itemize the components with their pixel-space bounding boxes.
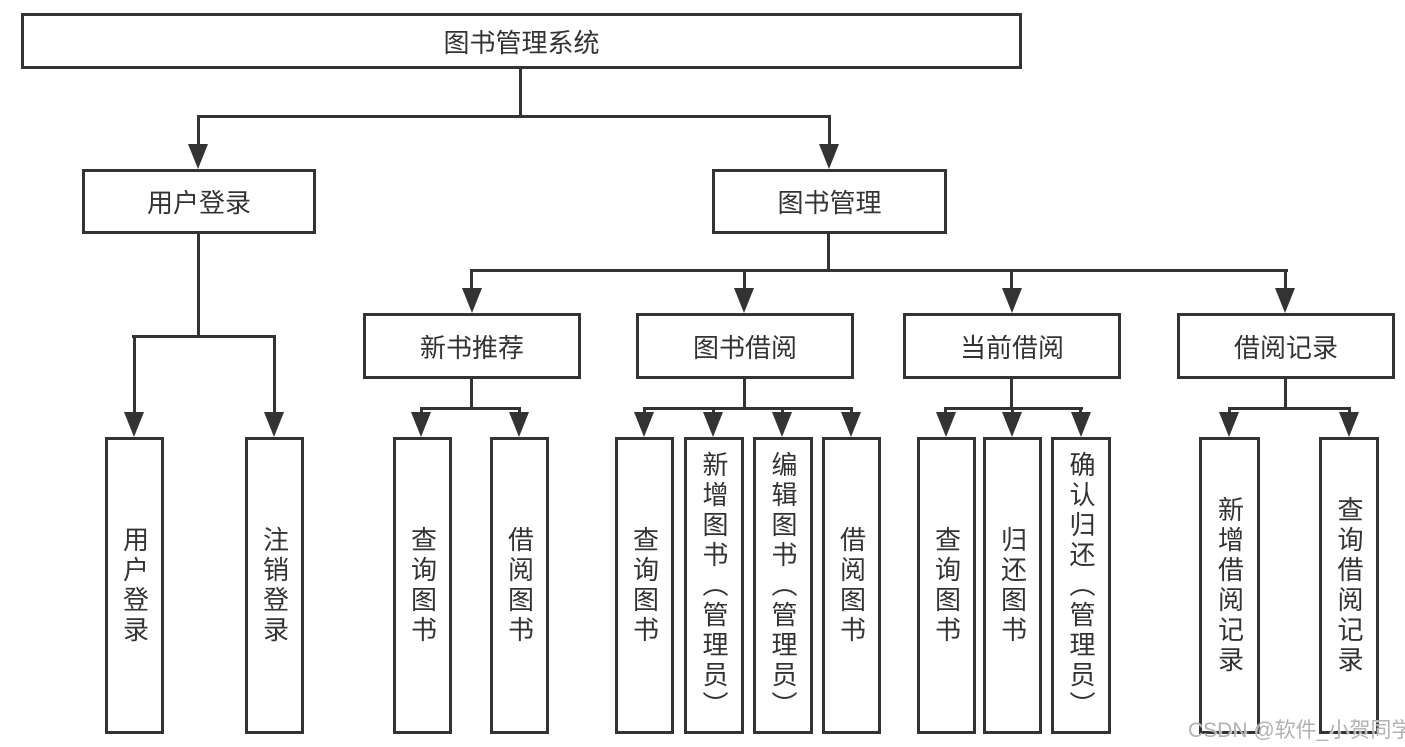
connector-segment xyxy=(1010,269,1013,290)
leaf-label: 查询借阅记录 xyxy=(1334,495,1364,676)
connector-segment xyxy=(643,407,853,410)
leaf-label: 借阅图书 xyxy=(836,525,867,646)
leaf-query-books-current: 查询图书 xyxy=(917,437,976,734)
arrow-down-icon xyxy=(1219,412,1239,437)
connector-segment xyxy=(133,335,136,415)
connector-segment xyxy=(643,407,646,415)
arrow-down-icon xyxy=(819,144,839,169)
arrow-down-icon xyxy=(124,412,144,437)
leaf-label: 确认归还（管理员） xyxy=(1066,450,1096,721)
csdn-watermark: CSDN @软件_小贺同学 xyxy=(1188,719,1405,742)
connector-segment xyxy=(827,234,830,272)
node-borrowing-records: 借阅记录 xyxy=(1177,313,1395,379)
connector-segment xyxy=(420,407,521,410)
arrow-down-icon xyxy=(936,412,956,437)
node-root: 图书管理系统 xyxy=(21,13,1022,69)
connector-segment xyxy=(1079,407,1082,415)
arrow-down-icon xyxy=(188,144,208,169)
arrow-down-icon xyxy=(772,412,792,437)
connector-segment xyxy=(743,378,746,410)
connector-segment xyxy=(470,378,473,410)
connector-segment xyxy=(1348,407,1351,415)
arrow-down-icon xyxy=(1002,288,1022,313)
leaf-label: 新增借阅记录 xyxy=(1214,495,1245,676)
connector-segment xyxy=(781,407,784,415)
arrow-down-icon xyxy=(1275,288,1295,313)
connector-segment xyxy=(132,335,276,338)
arrow-down-icon xyxy=(1071,412,1091,437)
connector-segment xyxy=(273,335,276,415)
arrow-down-icon xyxy=(1339,412,1359,437)
leaf-label: 编辑图书（管理员） xyxy=(768,450,798,721)
leaf-label: 新增图书（管理员） xyxy=(699,450,729,721)
connector-segment xyxy=(1010,378,1013,410)
leaf-query-books-borrowing: 查询图书 xyxy=(615,437,674,734)
connector-segment xyxy=(944,407,947,415)
leaf-label: 借阅图书 xyxy=(504,525,535,646)
node-user-login-branch: 用户登录 xyxy=(82,169,316,234)
connector-segment xyxy=(828,115,831,147)
leaf-query-books-newrec: 查询图书 xyxy=(393,437,452,734)
leaf-label: 注销登录 xyxy=(259,525,290,646)
node-current-borrowing: 当前借阅 xyxy=(903,313,1121,379)
connector-segment xyxy=(1284,378,1287,410)
arrow-down-icon xyxy=(509,412,529,437)
connector-segment xyxy=(197,115,831,118)
leaf-label: 查询图书 xyxy=(629,525,660,646)
node-label: 当前借阅 xyxy=(959,332,1064,363)
connector-segment xyxy=(712,407,715,415)
leaf-edit-books-admin: 编辑图书（管理员） xyxy=(753,437,813,734)
arrow-down-icon xyxy=(734,288,754,313)
node-label: 用户登录 xyxy=(146,188,251,218)
connector-segment xyxy=(518,407,521,415)
leaf-return-books: 归还图书 xyxy=(983,437,1042,734)
connector-segment xyxy=(197,234,200,338)
arrow-down-icon xyxy=(841,412,861,437)
arrow-down-icon xyxy=(411,412,431,437)
arrow-down-icon xyxy=(264,412,284,437)
leaf-query-borrow-record: 查询借阅记录 xyxy=(1319,437,1379,734)
node-root-label: 图书管理系统 xyxy=(443,27,600,58)
connector-segment xyxy=(743,269,746,290)
node-label: 新书推荐 xyxy=(419,332,524,363)
leaf-add-borrow-record: 新增借阅记录 xyxy=(1199,437,1260,734)
leaf-logout: 注销登录 xyxy=(245,437,304,734)
connector-segment xyxy=(470,269,473,290)
arrow-down-icon xyxy=(634,412,654,437)
leaf-add-books-admin: 新增图书（管理员） xyxy=(684,437,744,734)
leaf-user-login: 用户登录 xyxy=(105,437,164,734)
connector-segment xyxy=(850,407,853,415)
connector-segment xyxy=(1228,407,1231,415)
connector-segment xyxy=(519,68,522,117)
connector-segment xyxy=(1284,269,1287,290)
arrow-down-icon xyxy=(1002,412,1022,437)
connector-segment xyxy=(470,269,1288,272)
connector-segment xyxy=(197,115,200,147)
leaf-borrow-books-borrowing: 借阅图书 xyxy=(822,437,881,734)
node-label: 图书借阅 xyxy=(692,332,797,363)
connector-segment xyxy=(420,407,423,415)
arrow-down-icon xyxy=(703,412,723,437)
node-new-book-recommend: 新书推荐 xyxy=(363,313,581,379)
node-label: 图书管理 xyxy=(777,188,882,218)
connector-segment xyxy=(1228,407,1351,410)
leaf-label: 查询图书 xyxy=(931,525,962,646)
leaf-borrow-books-newrec: 借阅图书 xyxy=(490,437,549,734)
leaf-label: 查询图书 xyxy=(407,525,438,646)
connector-segment xyxy=(1011,407,1014,415)
leaf-label: 用户登录 xyxy=(119,525,150,646)
node-book-management-branch: 图书管理 xyxy=(712,169,947,234)
arrow-down-icon xyxy=(462,288,482,313)
node-book-borrowing: 图书借阅 xyxy=(636,313,854,379)
leaf-label: 归还图书 xyxy=(997,525,1028,646)
leaf-confirm-return-admin: 确认归还（管理员） xyxy=(1051,437,1111,734)
node-label: 借阅记录 xyxy=(1233,332,1338,363)
